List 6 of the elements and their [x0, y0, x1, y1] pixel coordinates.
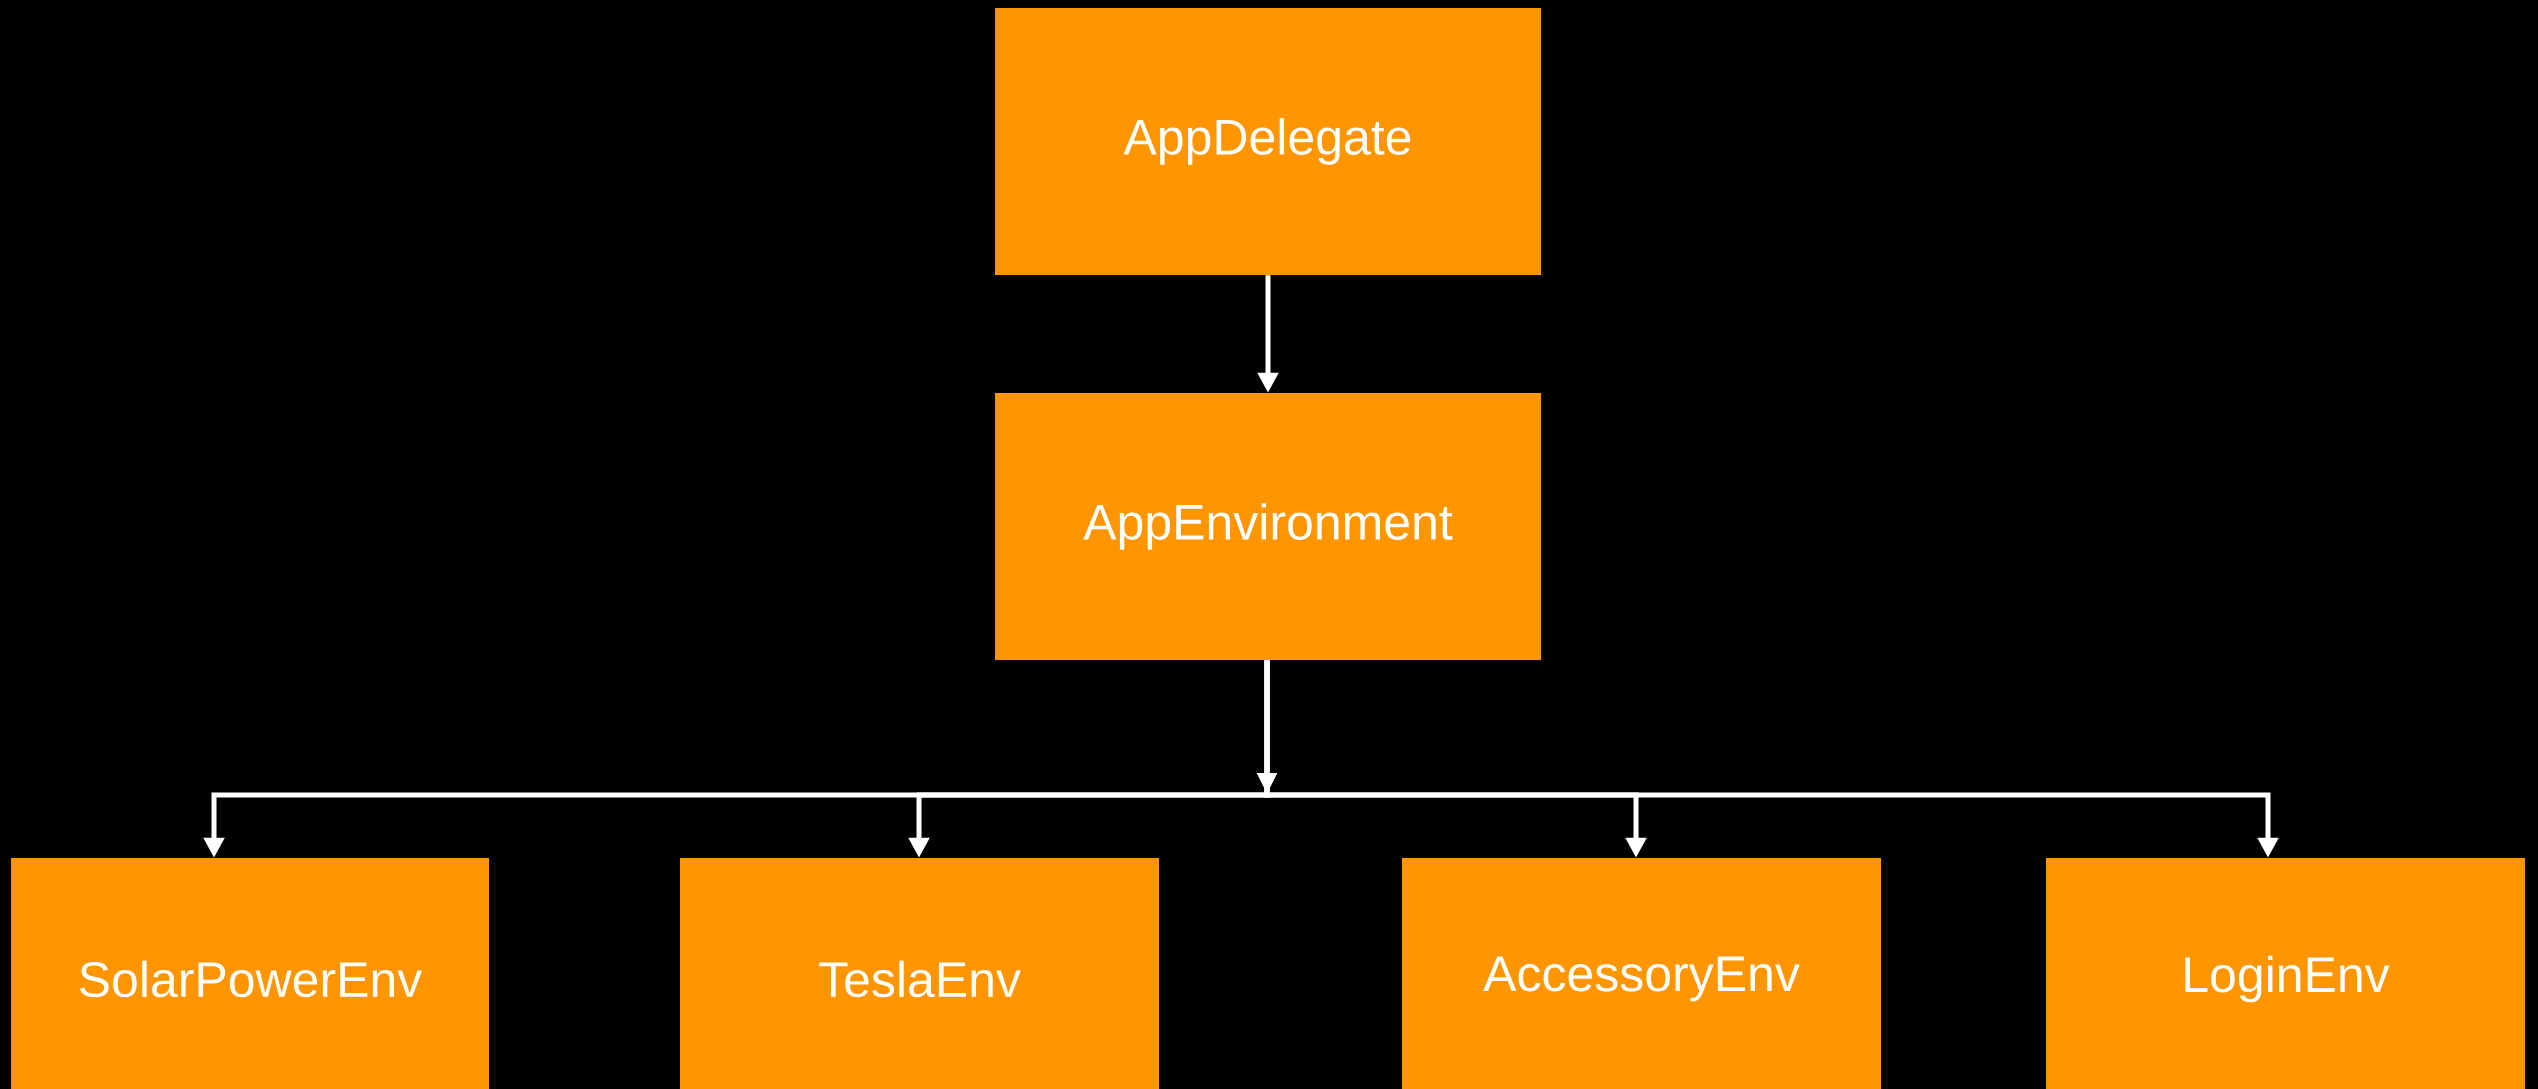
class-box: AppEnvironment: [995, 393, 1541, 660]
class-box: AccessoryEnv: [1402, 858, 1881, 1089]
class-box: TeslaEnv: [680, 858, 1159, 1089]
class-box: LoginEnv: [2046, 858, 2525, 1089]
class-box: SolarPowerEnv: [11, 858, 489, 1089]
class-box: AppDelegate: [995, 8, 1541, 275]
